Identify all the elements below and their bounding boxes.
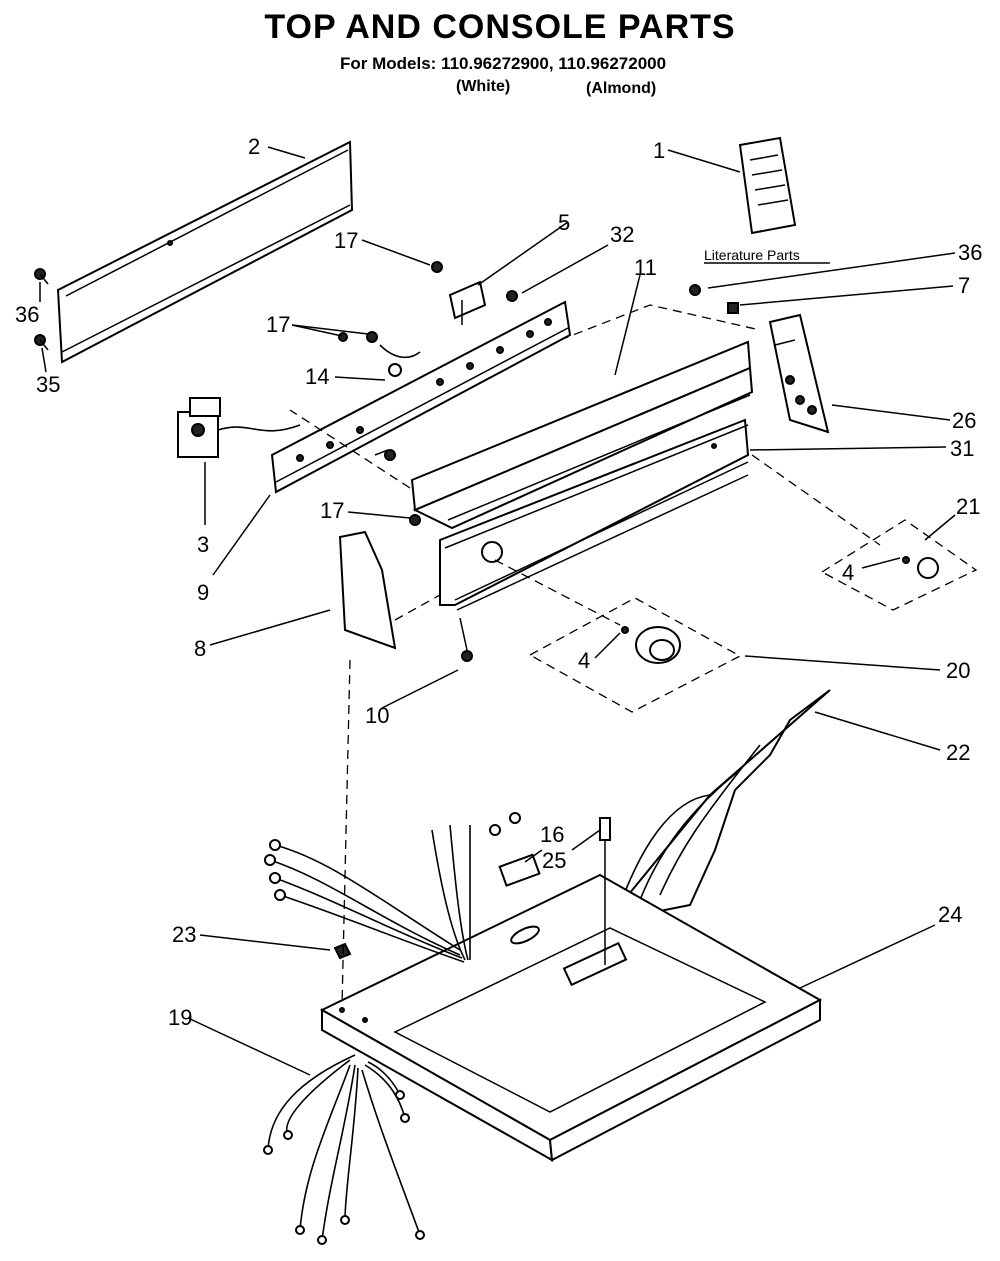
label-4b: 4 bbox=[842, 560, 854, 585]
part-20-knob-kit bbox=[528, 597, 742, 713]
screw-17-upper bbox=[431, 261, 443, 273]
label-11: 11 bbox=[634, 255, 657, 280]
part-32-screw bbox=[506, 290, 518, 302]
part-16-connector bbox=[498, 853, 541, 887]
label-14: 14 bbox=[305, 364, 329, 389]
label-5: 5 bbox=[558, 210, 570, 235]
part-19-harness bbox=[263, 1054, 425, 1245]
label-16: 16 bbox=[540, 822, 564, 847]
literature-parts-label: Literature Parts bbox=[704, 247, 800, 263]
label-9: 9 bbox=[197, 580, 209, 605]
label-17c: 17 bbox=[320, 498, 344, 523]
screw-17-lower bbox=[409, 514, 421, 526]
label-35: 35 bbox=[36, 372, 60, 397]
screw-36-right bbox=[689, 284, 701, 296]
screw-17-bracket bbox=[384, 449, 396, 461]
label-22: 22 bbox=[946, 740, 970, 765]
label-10: 10 bbox=[365, 703, 389, 728]
harness-wires-upper bbox=[264, 812, 521, 963]
label-23: 23 bbox=[172, 922, 196, 947]
screw-17-mid bbox=[338, 331, 378, 343]
label-21: 21 bbox=[956, 494, 980, 519]
label-3: 3 bbox=[197, 532, 209, 557]
page-title: TOP AND CONSOLE PARTS bbox=[264, 8, 736, 46]
model-color-white: (White) bbox=[456, 78, 511, 95]
label-17b: 17 bbox=[266, 312, 290, 337]
label-26: 26 bbox=[952, 408, 976, 433]
screw-10 bbox=[459, 617, 473, 662]
label-36b: 36 bbox=[958, 240, 982, 265]
label-20: 20 bbox=[946, 658, 970, 683]
label-1: 1 bbox=[653, 138, 665, 163]
label-31: 31 bbox=[950, 436, 974, 461]
part-3-switch bbox=[177, 397, 301, 458]
label-25: 25 bbox=[542, 848, 566, 873]
part-5-clip bbox=[448, 280, 487, 325]
label-2: 2 bbox=[248, 134, 260, 159]
part-22-harness bbox=[618, 689, 831, 917]
label-24: 24 bbox=[938, 902, 962, 927]
part-8-end-cap bbox=[338, 530, 397, 650]
label-32: 32 bbox=[610, 222, 634, 247]
label-4a: 4 bbox=[578, 648, 590, 673]
part-9-control-bracket bbox=[270, 300, 572, 494]
label-8: 8 bbox=[194, 636, 206, 661]
part-2-rear-panel bbox=[56, 140, 354, 364]
part-25-clip bbox=[599, 817, 611, 965]
label-36a: 36 bbox=[15, 302, 39, 327]
label-7: 7 bbox=[958, 273, 970, 298]
screw-35-left bbox=[34, 334, 49, 351]
part-11-console bbox=[410, 340, 754, 611]
models-line: For Models: 110.96272900, 110.96272000 bbox=[340, 54, 667, 73]
label-19: 19 bbox=[168, 1005, 192, 1030]
part-26-end-cap bbox=[768, 313, 830, 434]
part-23-clip bbox=[333, 942, 352, 960]
model-color-almond: (Almond) bbox=[586, 80, 657, 97]
leader-lines bbox=[39, 146, 956, 1076]
part-1-literature bbox=[738, 136, 797, 235]
part-24-top bbox=[319, 873, 823, 1162]
screw-36-left bbox=[34, 268, 49, 285]
part-21-knob-kit bbox=[820, 519, 978, 611]
label-17a: 17 bbox=[334, 228, 358, 253]
part-7-clip bbox=[727, 302, 739, 314]
part-14-clip bbox=[379, 344, 421, 377]
